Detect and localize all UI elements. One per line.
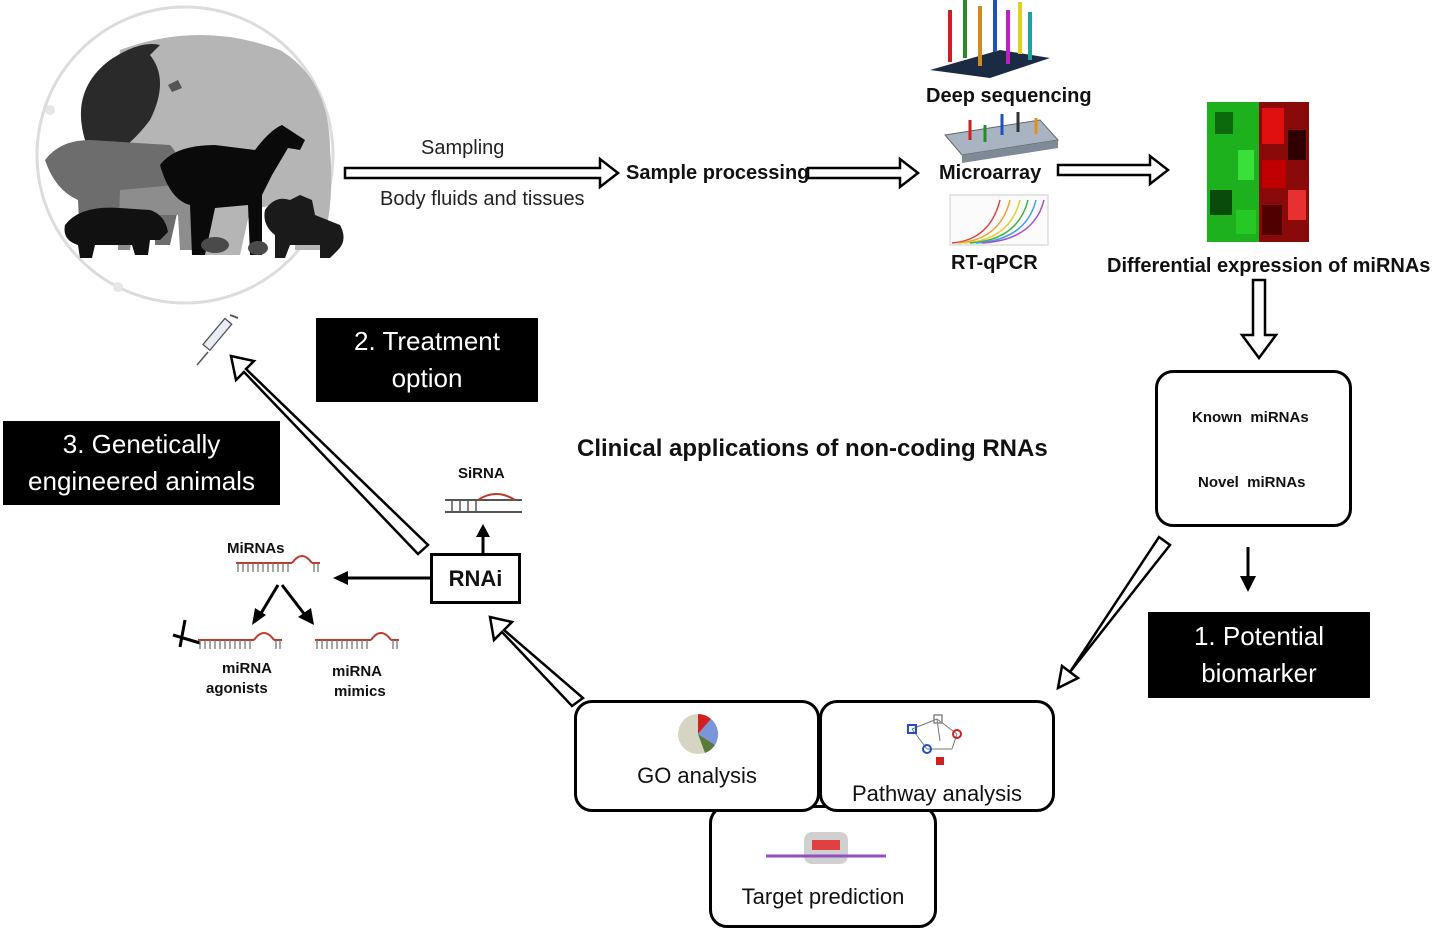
go-analysis-box: GO analysis [574,700,820,812]
go-analysis-label: GO analysis [637,763,757,788]
sirna-duplex-icon [445,493,522,513]
engineered-animals-label: 3. Genetically engineered animals [28,429,255,496]
arrow-to-treatment [229,354,430,556]
mirnas-label: MiRNAs [227,540,285,557]
target-prediction-box: Target prediction [709,805,937,928]
mimics-label-line2: mimics [334,683,386,700]
arrow-processing [806,156,921,190]
body-fluids-label: Body fluids and tissues [380,188,585,210]
target-prediction-icon [766,832,886,864]
microarray-icon [944,112,1059,163]
treatment-option-label: 2. Treatment option [354,326,500,393]
mimics-label-line1: miRNA [332,663,383,680]
agonists-label-line1: miRNA [222,660,273,677]
microarray-label: Microarray [939,162,1042,184]
rt-qpcr-label: RT-qPCR [951,252,1038,274]
pathway-analysis-box: Pathway analysis [819,700,1055,812]
sequencing-icon [930,0,1050,78]
qpcr-curves-icon [949,194,1049,246]
pathway-network-icon [907,714,962,765]
novel-mirnas-label: Novel miRNAs [1198,474,1306,491]
mirnas-hairpin [235,555,321,573]
target-prediction-label: Target prediction [741,884,905,909]
sampling-label: Sampling [421,137,505,159]
animals-illustration [35,5,344,305]
arrow-to-biomarker [1240,547,1256,592]
known-mirnas-label: Known miRNAs [1192,409,1309,426]
treatment-option-box: 2. Treatment option [316,318,538,402]
syringe-icon [196,314,239,366]
agonists-label-line2: agonists [206,680,268,697]
sample-processing-label: Sample processing [626,162,810,184]
deep-sequencing-label: Deep sequencing [926,85,1092,107]
potential-biomarker-label: 1. Potential biomarker [1193,621,1325,688]
rnai-box: RNAi [430,553,521,604]
mimics-hairpin [314,632,400,650]
rnai-label: RNAi [448,565,503,591]
sirna-label: SiRNA [458,465,505,482]
differential-expression-label: Differential expression of miRNAs [1107,255,1431,277]
agonists-hairpin [197,632,283,650]
diagram-title: Clinical applications of non-coding RNAs [577,435,1048,462]
potential-biomarker-box: 1. Potential biomarker [1148,612,1370,698]
rnai-arrows [172,524,490,648]
arrow-to-heatmap [1056,153,1171,187]
go-pie-icon [678,714,719,754]
pathway-analysis-label: Pathway analysis [852,781,1022,806]
arrow-to-analysis [1056,535,1172,691]
mirna-discovery-box [1155,370,1352,527]
arrow-to-mirna-box [1239,278,1279,361]
heatmap-icon [1207,102,1309,242]
arrow-sampling [343,156,621,190]
engineered-animals-box: 3. Genetically engineered animals [3,421,280,505]
arrow-to-rnai [488,615,586,708]
